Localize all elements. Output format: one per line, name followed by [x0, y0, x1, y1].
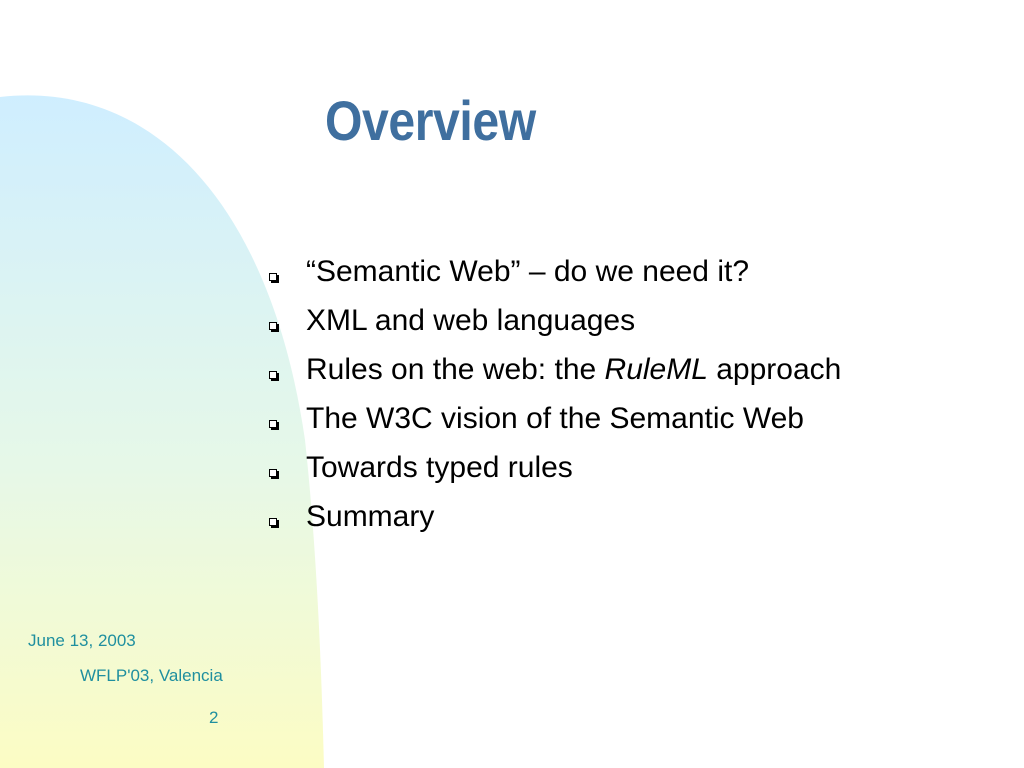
square-bullet-icon: [269, 420, 277, 428]
bullet-text: XML and web languages: [306, 304, 636, 337]
square-bullet-icon: [269, 518, 277, 526]
bullet-text: “Semantic Web” – do we need it?: [306, 255, 750, 288]
slide-title: Overview: [325, 89, 536, 152]
square-bullet-icon: [269, 273, 277, 281]
bullet-text: Summary: [306, 500, 435, 533]
square-bullet-icon: [269, 322, 277, 330]
bullet-text: The W3C vision of the Semantic Web: [306, 402, 804, 435]
bullet-text-before: Rules on the web: the: [306, 353, 605, 386]
square-bullet-icon: [269, 371, 277, 379]
bullet-text-emphasis: RuleML: [604, 353, 708, 386]
footer-venue: WFLP'03, Valencia: [80, 666, 223, 685]
bullet-text: Rules on the web: the RuleML approach: [306, 350, 841, 390]
footer-date: June 13, 2003: [28, 631, 136, 650]
bullet-text-after: approach: [707, 353, 842, 386]
bullet-text: Towards typed rules: [306, 451, 573, 484]
square-bullet-icon: [269, 469, 277, 477]
page-number: 2: [209, 708, 219, 727]
